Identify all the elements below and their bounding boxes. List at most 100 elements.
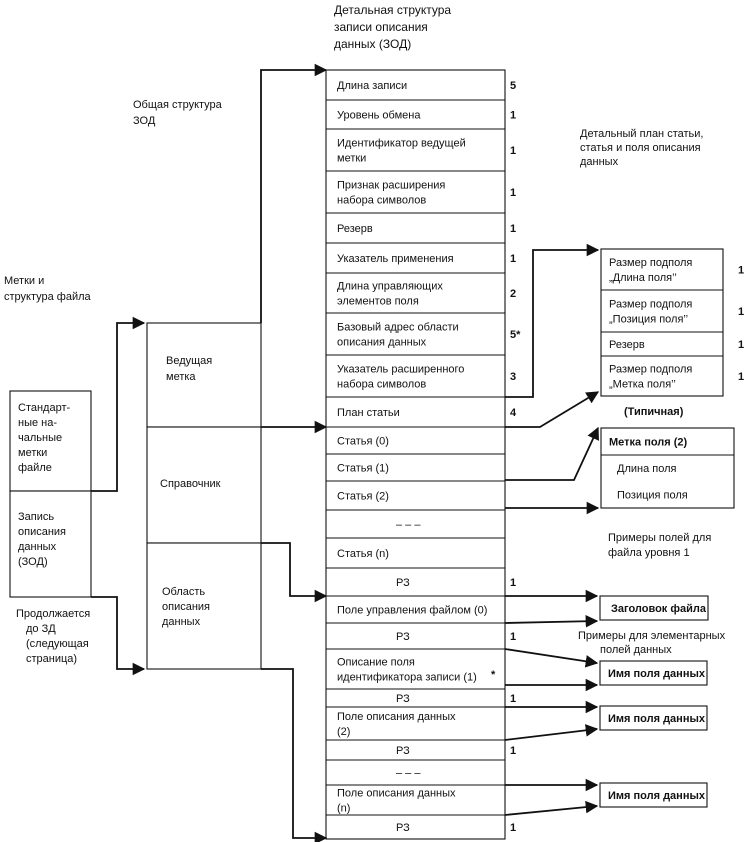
- labels-file-heading: Метки и структура файла: [4, 275, 92, 303]
- standard-labels-box: [9, 390, 92, 492]
- arrow-directory-to-record: [261, 542, 328, 603]
- leader-label-text: Ведущая метка: [166, 355, 215, 383]
- leader-label-box: [146, 322, 262, 428]
- data-description-record-text: Запись описания данных (ЗОД): [18, 511, 69, 568]
- arrow-to-field-name-nb: [504, 800, 599, 816]
- entry-row-label: Позиция поля: [617, 490, 688, 502]
- detail-row-label: Базовый адрес области: [337, 322, 459, 334]
- plan-row-value: 1: [738, 339, 744, 351]
- data-field-name-box-n: [599, 782, 708, 808]
- detail-row-value: 5: [510, 80, 516, 92]
- elementary-examples-heading: Примеры для элементарных полей данных: [578, 630, 728, 656]
- detail-row-value: 1: [510, 110, 516, 122]
- entry-row-label: Длина поля: [617, 463, 677, 475]
- arrow-to-field-name-1a: [504, 648, 599, 668]
- detail-row-label: РЗ: [396, 693, 410, 705]
- detail-row-value: 1: [510, 223, 516, 235]
- detail-row-label: Статья (1): [337, 463, 389, 475]
- level1-examples-heading: Примеры полей для файла уровня 1: [608, 532, 714, 559]
- plan-row-value: 1: [738, 265, 744, 277]
- data-field-name-box-2: [599, 705, 708, 731]
- detail-row-label: (n): [337, 803, 350, 815]
- detail-row-label: Статья (2): [337, 491, 389, 503]
- detail-row-label: Указатель расширенного: [337, 364, 464, 376]
- detail-row-label: Статья (n): [337, 548, 389, 560]
- arrow-to-field-name-2b: [504, 724, 599, 741]
- detail-row-label: Поле описания данных: [337, 711, 456, 723]
- detail-row-label: Резерв: [337, 223, 373, 235]
- general-structure-heading: Общая структура ЗОД: [133, 99, 225, 127]
- plan-row-value: 1: [738, 371, 744, 383]
- typical-label: (Типичная): [624, 406, 684, 418]
- detail-row-value: 5*: [510, 329, 521, 341]
- plan-row-value: 1: [738, 306, 744, 318]
- arrow-record-to-leader: [91, 316, 146, 492]
- detail-row-value: 1: [510, 577, 516, 589]
- detail-row-label: Поле управления файлом (0): [337, 605, 487, 617]
- detail-row-value: 1: [510, 253, 516, 265]
- detail-row-label: метки: [337, 153, 366, 165]
- detail-row-value: 1: [510, 187, 516, 199]
- entry-row-label: Метка поля (2): [609, 437, 688, 449]
- detail-row-value: 1: [510, 145, 516, 157]
- detail-row-value: 1: [510, 693, 516, 705]
- star-note: *: [491, 669, 496, 681]
- data-field-name-text-2: Имя поля данных: [608, 713, 706, 725]
- detail-row-label: набора символов: [337, 379, 426, 391]
- detail-row-label: Длина записи: [337, 80, 407, 92]
- detail-row-label: План статьи: [337, 407, 400, 419]
- data-description-record-box: [9, 490, 92, 598]
- plan-row-label: Резерв: [609, 339, 645, 351]
- arrow-indicator-to-plan: [505, 243, 600, 398]
- detail-row-label: Уровень обмена: [337, 110, 421, 122]
- detail-structure-heading: Детальная структура записи описания данн…: [334, 3, 454, 51]
- detail-row-value: 1: [510, 822, 516, 834]
- detail-row-value: 1: [510, 745, 516, 757]
- plan-row-label: Размер подполя: [609, 299, 692, 311]
- file-header-text: Заголовок файла: [611, 603, 707, 615]
- detail-row-value: 3: [510, 371, 516, 383]
- plan-row-label: „Длина поля’’: [609, 272, 677, 284]
- data-area-text: Область описания данных: [162, 586, 213, 628]
- detail-row-label: Поле описания данных: [337, 788, 456, 800]
- arrow-record-to-data-area: [91, 596, 146, 676]
- detail-row-label: РЗ: [396, 822, 410, 834]
- data-field-name-text-1: Имя поля данных: [608, 668, 706, 680]
- data-area-box: [146, 542, 262, 670]
- data-field-name-text-n: Имя поля данных: [608, 790, 706, 802]
- detail-row-label: РЗ: [396, 577, 410, 589]
- directory-text: Справочник: [160, 478, 221, 490]
- arrow-entry2-top: [505, 426, 599, 481]
- detail-row-label: элементов поля: [337, 296, 419, 308]
- detail-row-value: 2: [510, 288, 516, 300]
- file-header-box: [599, 595, 709, 621]
- standard-labels-text: Стандарт- ные на- чальные метки файле: [18, 402, 73, 474]
- plan-row-label: „Метка поля’’: [609, 379, 676, 391]
- directory-box: [146, 426, 262, 544]
- detail-row-value: 1: [510, 631, 516, 643]
- plan-detail-heading: Детальный план статьи, статья и поля опи…: [580, 128, 707, 168]
- detail-row-value: 4: [510, 407, 517, 419]
- arrow-to-file-header-2: [504, 614, 599, 628]
- arrow-leader-to-detail-top: [260, 63, 328, 323]
- plan-frame: [600, 248, 724, 397]
- detail-row-label: (2): [337, 726, 350, 738]
- arrow-plan-to-subfield: [505, 391, 600, 428]
- detail-row-label: Указатель применения: [337, 253, 454, 265]
- detail-row-label: Длина управляющих: [337, 281, 443, 293]
- arrow-data-area-to-end: [261, 668, 328, 842]
- detail-row-label: – – –: [396, 519, 421, 531]
- detail-row-label: Идентификатор ведущей: [337, 138, 466, 150]
- data-field-name-box-1: [599, 660, 708, 686]
- detail-row-label: описания данных: [337, 337, 427, 349]
- detail-row-label: РЗ: [396, 745, 410, 757]
- detail-row-label: Признак расширения: [337, 180, 445, 192]
- entry-frame: [600, 427, 735, 509]
- detail-row-label: – – –: [396, 768, 421, 780]
- continues-note: Продолжается до ЗД (следующая страница): [16, 608, 93, 665]
- detail-row-label: РЗ: [396, 631, 410, 643]
